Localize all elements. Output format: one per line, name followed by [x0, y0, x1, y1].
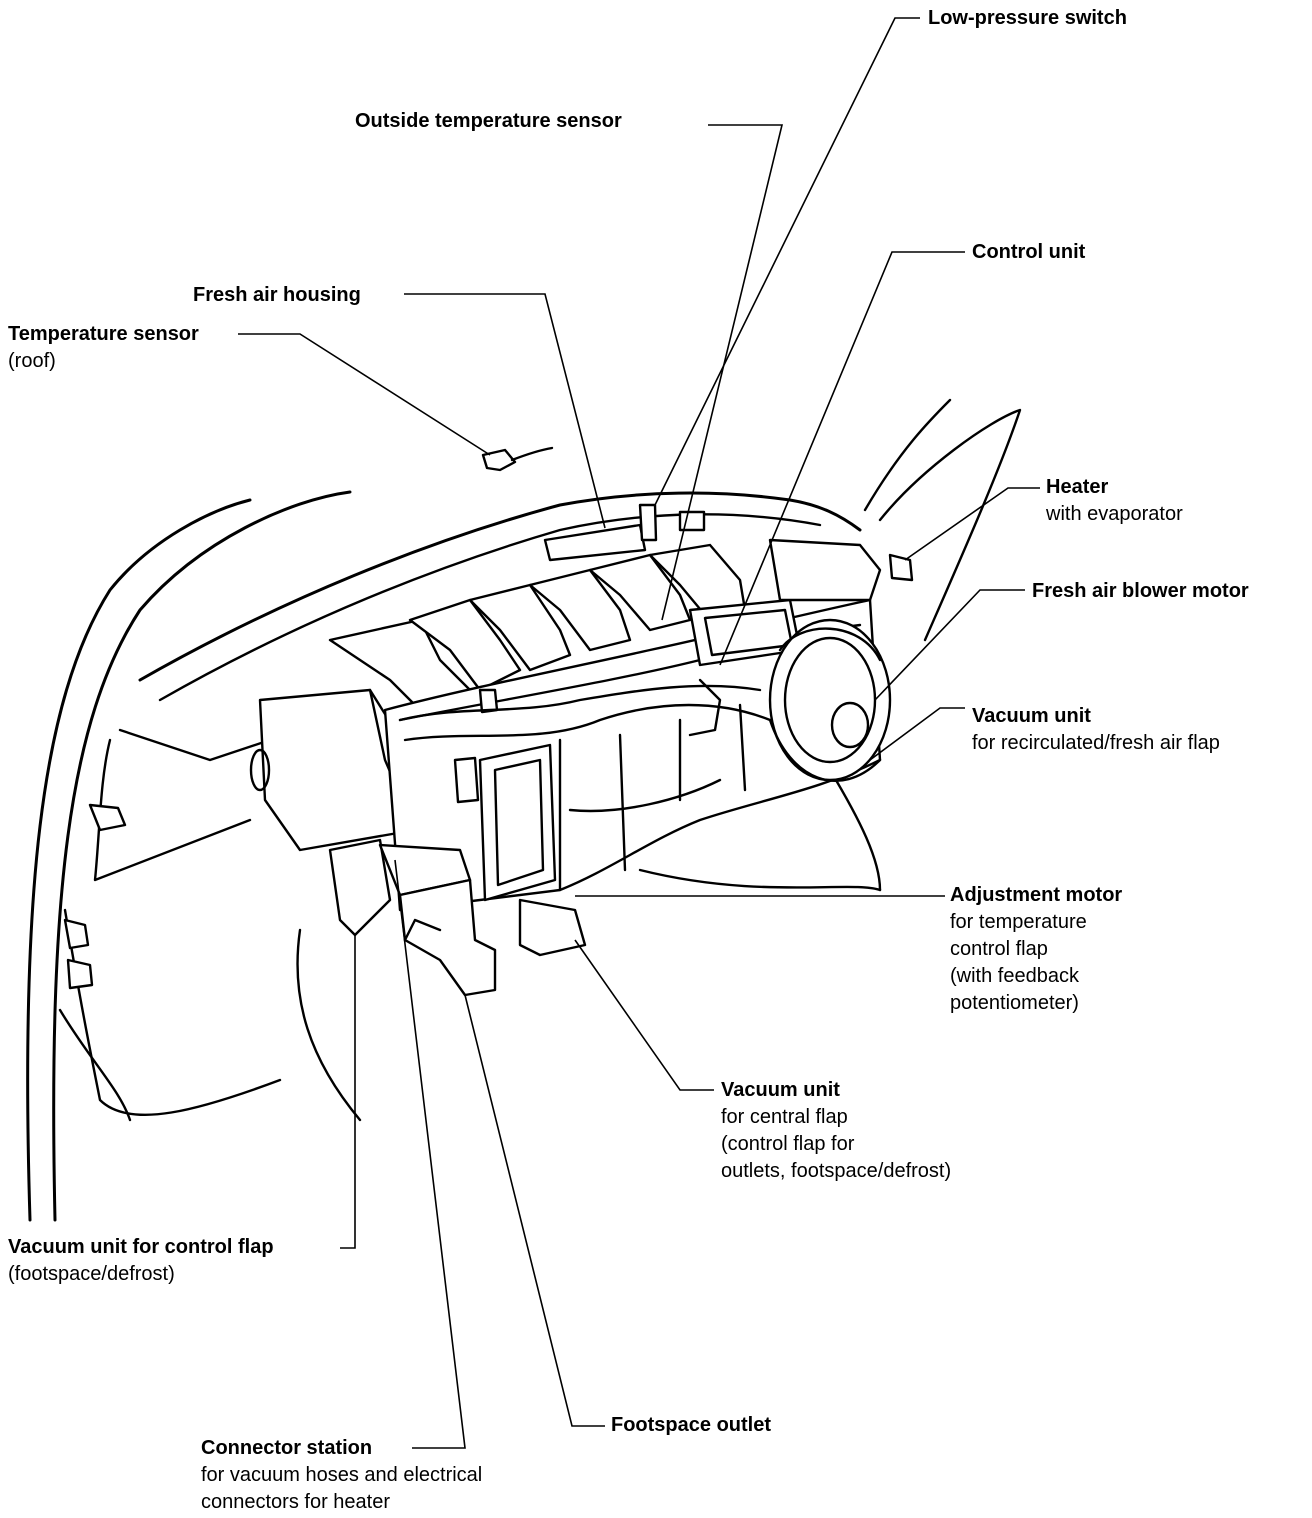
- label-fresh-air-blower-motor: Fresh air blower motor: [1032, 578, 1249, 605]
- label-temperature-sensor-roof: Temperature sensor (roof): [8, 321, 199, 375]
- label-title: Outside temperature sensor: [355, 110, 622, 132]
- label-title: Vacuum unit: [972, 705, 1091, 727]
- label-vacuum-unit-control-flap: Vacuum unit for control flap (footspace/…: [8, 1234, 274, 1288]
- label-sub: with evaporator: [1046, 503, 1183, 525]
- label-title: Heater: [1046, 476, 1109, 498]
- label-fresh-air-housing: Fresh air housing: [193, 282, 361, 309]
- label-sub: (footspace/defrost): [8, 1263, 175, 1285]
- label-title: Low-pressure switch: [928, 7, 1127, 29]
- label-title: Vacuum unit for control flap: [8, 1236, 274, 1258]
- label-connector-station: Connector station for vacuum hoses and e…: [201, 1435, 482, 1516]
- label-footspace-outlet: Footspace outlet: [611, 1412, 771, 1439]
- label-sub: (with feedback: [950, 965, 1079, 987]
- label-vacuum-unit-central: Vacuum unit for central flap (control fl…: [721, 1077, 951, 1185]
- label-adjustment-motor: Adjustment motor for temperature control…: [950, 882, 1122, 1017]
- label-title: Vacuum unit: [721, 1079, 840, 1101]
- duct-ribs: [328, 503, 747, 712]
- roof-sensor: [481, 446, 554, 472]
- label-title: Control unit: [972, 241, 1086, 263]
- label-vacuum-unit-recirc: Vacuum unit for recirculated/fresh air f…: [972, 703, 1220, 757]
- label-title: Fresh air blower motor: [1032, 580, 1249, 602]
- label-sub: (control flap for: [721, 1133, 855, 1155]
- label-outside-temperature-sensor: Outside temperature sensor: [355, 108, 622, 135]
- label-title: Fresh air housing: [193, 284, 361, 306]
- blower-motor: [768, 618, 892, 783]
- label-sub: potentiometer): [950, 992, 1079, 1014]
- vacuum-hoses: [398, 678, 772, 813]
- label-low-pressure-switch: Low-pressure switch: [928, 5, 1127, 32]
- label-title: Connector station: [201, 1437, 373, 1459]
- label-sub: for temperature: [950, 911, 1087, 933]
- side-connectors: [63, 803, 127, 990]
- label-sub: for recirculated/fresh air flap: [972, 732, 1220, 754]
- label-title: Temperature sensor: [8, 323, 199, 345]
- label-sub: for vacuum hoses and electrical: [201, 1464, 483, 1486]
- label-title: Adjustment motor: [950, 884, 1123, 906]
- label-sub: outlets, footspace/defrost): [721, 1160, 952, 1182]
- label-title: Footspace outlet: [611, 1414, 772, 1436]
- heater-housing: [383, 538, 914, 912]
- label-heater: Heater with evaporator: [1046, 474, 1183, 528]
- label-sub: (roof): [8, 350, 56, 372]
- label-sub: connectors for heater: [201, 1491, 390, 1513]
- leader-lines: [238, 17, 1040, 1449]
- footspace-assembly: [328, 838, 587, 997]
- label-sub: for central flap: [721, 1106, 848, 1128]
- label-sub: control flap: [950, 938, 1048, 960]
- label-control-unit: Control unit: [972, 239, 1085, 266]
